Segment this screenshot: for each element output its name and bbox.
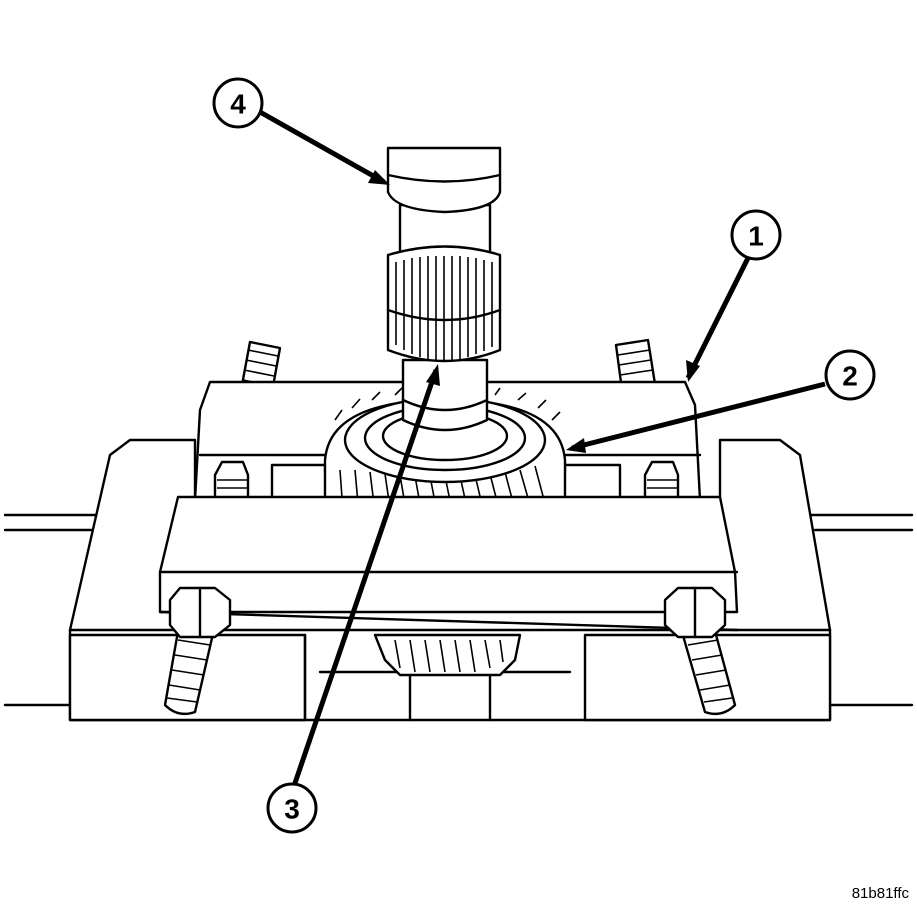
leader-2	[571, 381, 826, 451]
callout-3: 3	[266, 782, 318, 834]
front-bolt-right	[663, 586, 737, 716]
splined-collar	[386, 245, 502, 363]
lower-gear	[373, 633, 522, 677]
arrowhead-2	[566, 438, 586, 453]
leader-3	[291, 369, 439, 787]
figure-id-label: 81b81ffc	[851, 885, 909, 902]
leader-lines	[258, 109, 826, 787]
press-ram	[386, 146, 502, 214]
arrowhead-4	[368, 170, 390, 185]
front-bolt-left	[163, 586, 232, 716]
press-bed-rails	[3, 513, 914, 707]
arrowhead-1	[686, 360, 700, 382]
callout-3-label: 3	[284, 794, 300, 825]
callout-2: 2	[824, 349, 876, 401]
callout-1: 1	[730, 209, 782, 261]
callout-1-label: 1	[748, 221, 764, 252]
callout-4-label: 4	[230, 89, 246, 120]
front-plate	[158, 495, 739, 632]
leader-1	[685, 256, 751, 380]
leader-4	[258, 109, 386, 185]
arrowhead-3	[426, 364, 440, 386]
callout-2-label: 2	[842, 361, 858, 392]
callout-4: 4	[212, 77, 264, 129]
